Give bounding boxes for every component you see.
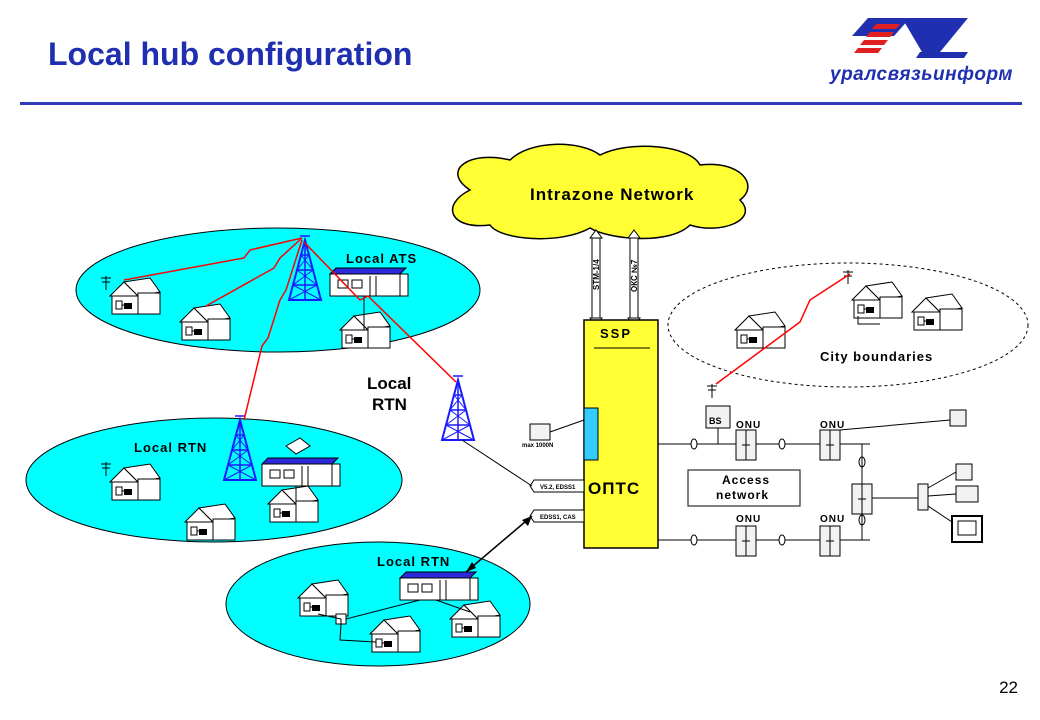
max-label: max 1000N — [522, 443, 553, 449]
link-left-label: STM-1/4 — [592, 259, 601, 290]
onu-label-2: ONU — [820, 420, 845, 431]
local-rtn-bottom-label: Local RTN — [377, 554, 450, 569]
access-label-1: Access — [722, 473, 770, 487]
local-ats-label: Local ATS — [346, 251, 417, 266]
logo-text: уралсвязьинформ — [830, 64, 1013, 85]
local-rtn-center-label-2: RTN — [372, 395, 407, 414]
ssp-label: SSP — [600, 326, 632, 341]
city-label: City boundaries — [820, 349, 933, 364]
wireless-links — [123, 237, 851, 421]
company-logo-icon — [852, 18, 968, 58]
onu-label-3: ONU — [736, 514, 761, 525]
link-right-label: ОКС №7 — [630, 259, 639, 292]
title-divider — [20, 102, 1022, 105]
link-v52-label: V5.2, EDSS1 — [540, 485, 576, 491]
zone-city-boundaries — [667, 262, 1029, 388]
zone-local-rtn-middle — [25, 415, 403, 543]
station-left-connections — [461, 419, 585, 573]
link-edss-label: EDSS1, CAS — [540, 515, 576, 521]
access-network-area — [658, 383, 983, 557]
cloud-label: Intrazone Network — [530, 185, 694, 204]
intrazone-network-cloud — [451, 143, 749, 240]
page-title: Local hub configuration — [48, 36, 413, 72]
onu-label-4: ONU — [820, 514, 845, 525]
zone-local-ats — [75, 227, 481, 353]
bs-label: BS — [709, 416, 722, 426]
page-number: 22 — [999, 678, 1018, 697]
tower-local-rtn — [441, 375, 475, 441]
onu-label-1: ONU — [736, 420, 761, 431]
access-label-2: network — [716, 488, 769, 502]
local-rtn-mid-label: Local RTN — [134, 440, 207, 455]
local-rtn-center-label-1: Local — [367, 374, 411, 393]
zone-local-rtn-bottom — [225, 541, 531, 667]
ssp-station — [583, 319, 659, 549]
optc-label: ОПТС — [588, 479, 640, 498]
